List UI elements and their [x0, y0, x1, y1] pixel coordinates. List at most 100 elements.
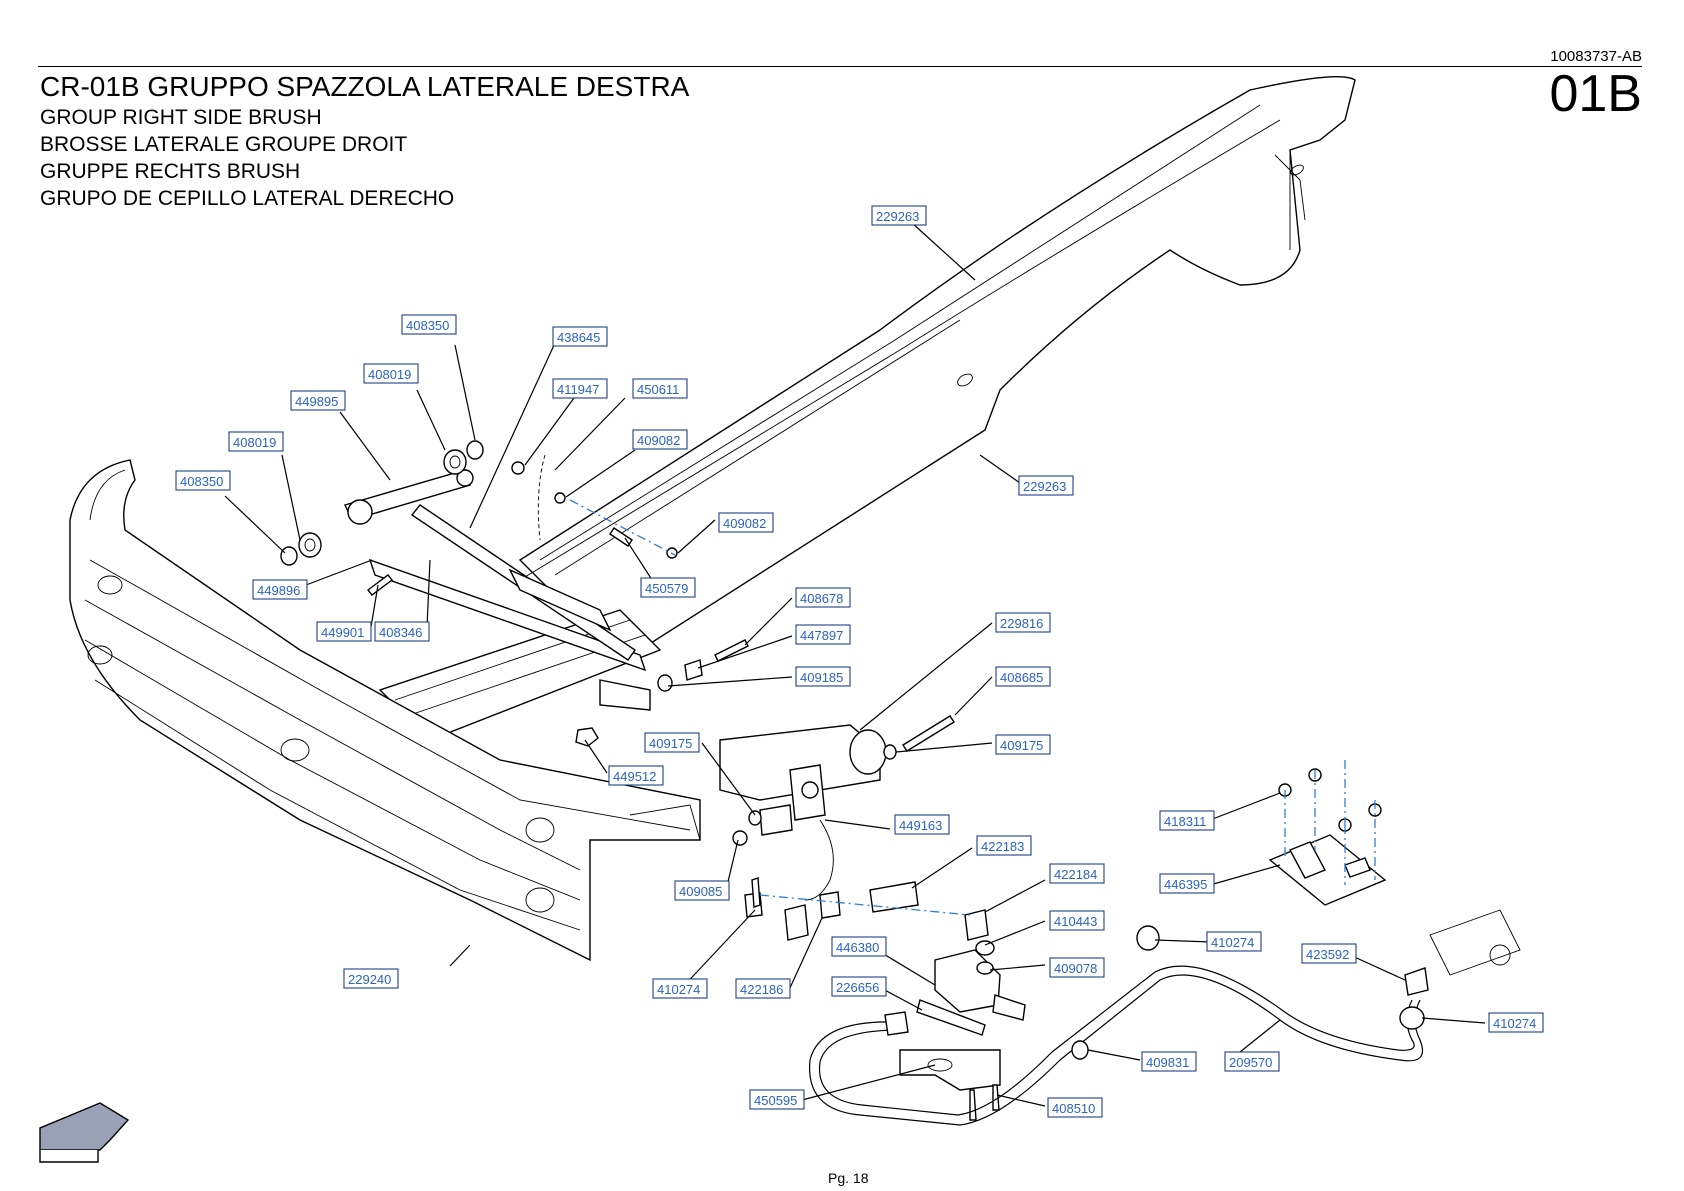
callout-438645: 438645	[552, 326, 608, 347]
svg-text:226656: 226656	[836, 980, 879, 995]
callout-423592: 423592	[1301, 943, 1357, 964]
clamp-410274-right	[1399, 1006, 1425, 1030]
linkage-arm-part	[344, 469, 651, 711]
svg-text:229263: 229263	[1023, 479, 1066, 494]
washer-409078	[976, 961, 994, 975]
svg-text:409175: 409175	[649, 736, 692, 751]
washer-409175-left	[748, 810, 762, 826]
svg-text:449895: 449895	[295, 394, 338, 409]
svg-text:410274: 410274	[1493, 1016, 1536, 1031]
svg-text:450595: 450595	[754, 1093, 797, 1108]
actuator-motor-part	[719, 724, 887, 836]
svg-text:410443: 410443	[1054, 914, 1097, 929]
callout-449896: 449896	[252, 579, 308, 600]
washer-408350-right	[466, 440, 484, 460]
callout-229816: 229816	[995, 612, 1051, 633]
title-block: CR-01B GRUPPO SPAZZOLA LATERALE DESTRA G…	[40, 70, 689, 212]
svg-text:408019: 408019	[368, 367, 411, 382]
callout-409085: 409085	[674, 880, 730, 901]
nut-409082-upper	[554, 492, 566, 504]
svg-text:229240: 229240	[348, 972, 391, 987]
callout-449163: 449163	[894, 814, 950, 835]
svg-text:446395: 446395	[1164, 877, 1207, 892]
callout-450579: 450579	[640, 577, 696, 598]
callout-229240: 229240	[343, 968, 399, 989]
callout-408685: 408685	[995, 666, 1051, 687]
valve-422183	[869, 881, 919, 913]
bolt-408678	[714, 639, 749, 662]
callout-408510: 408510	[1047, 1097, 1103, 1118]
svg-text:409185: 409185	[800, 670, 843, 685]
callout-410443: 410443	[1049, 910, 1105, 931]
svg-text:449901: 449901	[321, 625, 364, 640]
svg-text:422186: 422186	[740, 982, 783, 997]
callout-408346: 408346	[374, 621, 430, 642]
svg-text:408350: 408350	[406, 318, 449, 333]
bolt-408685	[902, 715, 955, 752]
svg-text:408346: 408346	[379, 625, 422, 640]
callout-446395: 446395	[1159, 873, 1215, 894]
header-rule	[38, 66, 1642, 67]
callout-446380: 446380	[831, 936, 887, 957]
svg-text:410274: 410274	[657, 982, 700, 997]
pin-449901	[367, 574, 393, 596]
callout-408350-left: 408350	[175, 470, 231, 491]
callout-409082-upper: 409082	[632, 429, 688, 450]
wiring-harness-part	[744, 819, 841, 941]
nut-409085	[732, 830, 748, 846]
callout-409082-lower: 409082	[718, 512, 774, 533]
svg-text:411947: 411947	[557, 382, 599, 397]
document-number: 10083737-AB	[1550, 48, 1642, 65]
callout-408678: 408678	[795, 587, 851, 608]
callout-409175-left: 409175	[644, 732, 700, 753]
bushing-408019-left	[298, 532, 322, 558]
callout-449512: 449512	[608, 765, 664, 786]
svg-text:446380: 446380	[836, 940, 879, 955]
washer-408350-left	[280, 546, 298, 566]
svg-text:449163: 449163	[899, 818, 942, 833]
clamp-410443	[975, 940, 995, 956]
svg-text:229263: 229263	[876, 209, 919, 224]
callout-209570: 209570	[1224, 1051, 1280, 1072]
svg-text:423592: 423592	[1306, 947, 1349, 962]
fitting-423592	[1404, 967, 1429, 996]
side-frame-part	[518, 75, 1356, 651]
front-bumper-part	[69, 459, 701, 962]
svg-text:447897: 447897	[800, 628, 843, 643]
fitting-422184	[964, 909, 989, 941]
callout-229263-right: 229263	[1018, 475, 1074, 496]
svg-text:209570: 209570	[1229, 1055, 1272, 1070]
page-number: Pg. 18	[828, 1170, 869, 1186]
callout-229263-top: 229263	[871, 205, 927, 226]
svg-text:409831: 409831	[1146, 1055, 1189, 1070]
link-450579	[609, 527, 633, 547]
callout-409175-right: 409175	[995, 734, 1051, 755]
svg-text:409085: 409085	[679, 884, 722, 899]
plug-409831	[1071, 1040, 1089, 1060]
orientation-arrow-icon	[39, 1102, 130, 1163]
chain-part	[537, 454, 546, 541]
svg-text:422184: 422184	[1054, 867, 1097, 882]
nut-449512	[575, 727, 599, 747]
page-id: 01B	[1549, 65, 1642, 123]
callout-449895: 449895	[290, 390, 346, 411]
callout-449901: 449901	[316, 621, 372, 642]
svg-text:449896: 449896	[257, 583, 300, 598]
svg-text:410274: 410274	[1211, 935, 1254, 950]
svg-text:409078: 409078	[1054, 961, 1097, 976]
callout-409078: 409078	[1049, 957, 1105, 978]
svg-text:422183: 422183	[981, 839, 1024, 854]
callout-408019-top: 408019	[363, 363, 419, 384]
svg-text:409082: 409082	[723, 516, 766, 531]
svg-text:438645: 438645	[557, 330, 600, 345]
callout-410274-right: 410274	[1488, 1012, 1544, 1033]
hose-part	[809, 965, 1424, 1126]
callout-226656: 226656	[831, 976, 887, 997]
callout-450611: 450611	[632, 378, 688, 399]
callout-409185: 409185	[795, 666, 851, 687]
callout-408019-left: 408019	[228, 431, 284, 452]
svg-text:450611: 450611	[637, 382, 679, 397]
title-spanish: GRUPO DE CEPILLO LATERAL DERECHO	[40, 187, 455, 210]
callout-411947: 411947	[552, 378, 608, 399]
